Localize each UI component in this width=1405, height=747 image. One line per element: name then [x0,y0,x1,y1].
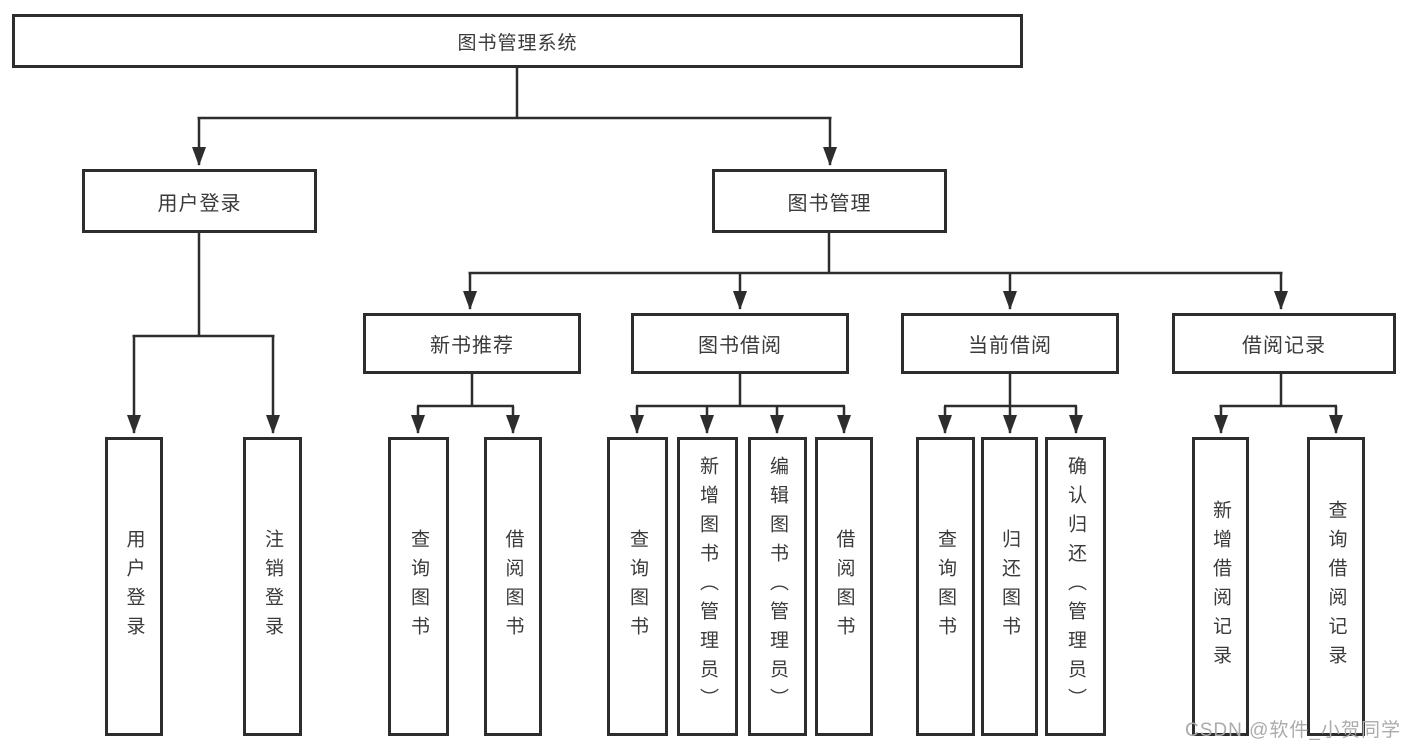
leaf-add-borrow-record: 新增借阅记录 [1192,437,1249,736]
leaf-borrowing-borrow-books-label: 借阅图书 [833,528,855,645]
node-book-management: 图书管理 [712,169,947,233]
leaf-recommend-borrow-books: 借阅图书 [484,437,542,736]
node-new-book-recommend-label: 新书推荐 [430,335,514,357]
node-book-borrowing-label: 图书借阅 [698,335,782,357]
node-user-login-label: 用户登录 [157,192,242,215]
node-borrow-records: 借阅记录 [1172,313,1396,374]
node-book-borrowing: 图书借阅 [631,313,849,374]
leaf-add-books-admin: 新增图书（管理员） [677,437,738,736]
node-book-management-label: 图书管理 [787,192,872,215]
leaf-recommend-query-books: 查询图书 [388,437,449,736]
node-borrow-records-label: 借阅记录 [1242,335,1326,357]
leaf-current-query-books: 查询图书 [916,437,975,736]
leaf-current-query-books-label: 查询图书 [935,528,956,645]
node-new-book-recommend: 新书推荐 [363,313,581,374]
leaf-add-borrow-record-label: 新增借阅记录 [1210,499,1231,674]
leaf-borrowing-query-books-label: 查询图书 [627,528,648,645]
node-library-system: 图书管理系统 [12,14,1023,68]
node-current-borrowing-label: 当前借阅 [968,335,1052,357]
leaf-confirm-return-admin-label: 确认归还（管理员） [1065,456,1086,717]
leaf-logout-label: 注销登录 [262,528,283,645]
csdn-watermark: CSDN @软件_小贺同学 [1185,720,1401,741]
node-current-borrowing: 当前借阅 [901,313,1119,374]
leaf-return-books: 归还图书 [981,437,1038,736]
leaf-query-borrow-record: 查询借阅记录 [1307,437,1365,736]
leaf-edit-books-admin: 编辑图书（管理员） [748,437,807,736]
node-user-login: 用户登录 [82,169,317,233]
node-library-system-label: 图书管理系统 [457,32,578,54]
leaf-confirm-return-admin: 确认归还（管理员） [1045,437,1106,736]
leaf-recommend-query-books-label: 查询图书 [408,528,429,645]
leaf-edit-books-admin-label: 编辑图书（管理员） [767,456,788,717]
leaf-logout: 注销登录 [243,437,302,736]
leaf-user-login-label: 用户登录 [123,528,145,645]
leaf-borrowing-query-books: 查询图书 [607,437,668,736]
leaf-query-borrow-record-label: 查询借阅记录 [1325,499,1347,674]
leaf-add-books-admin-label: 新增图书（管理员） [697,456,718,717]
leaf-borrowing-borrow-books: 借阅图书 [815,437,873,736]
leaf-recommend-borrow-books-label: 借阅图书 [502,528,524,645]
leaf-return-books-label: 归还图书 [999,528,1020,645]
leaf-user-login: 用户登录 [105,437,163,736]
